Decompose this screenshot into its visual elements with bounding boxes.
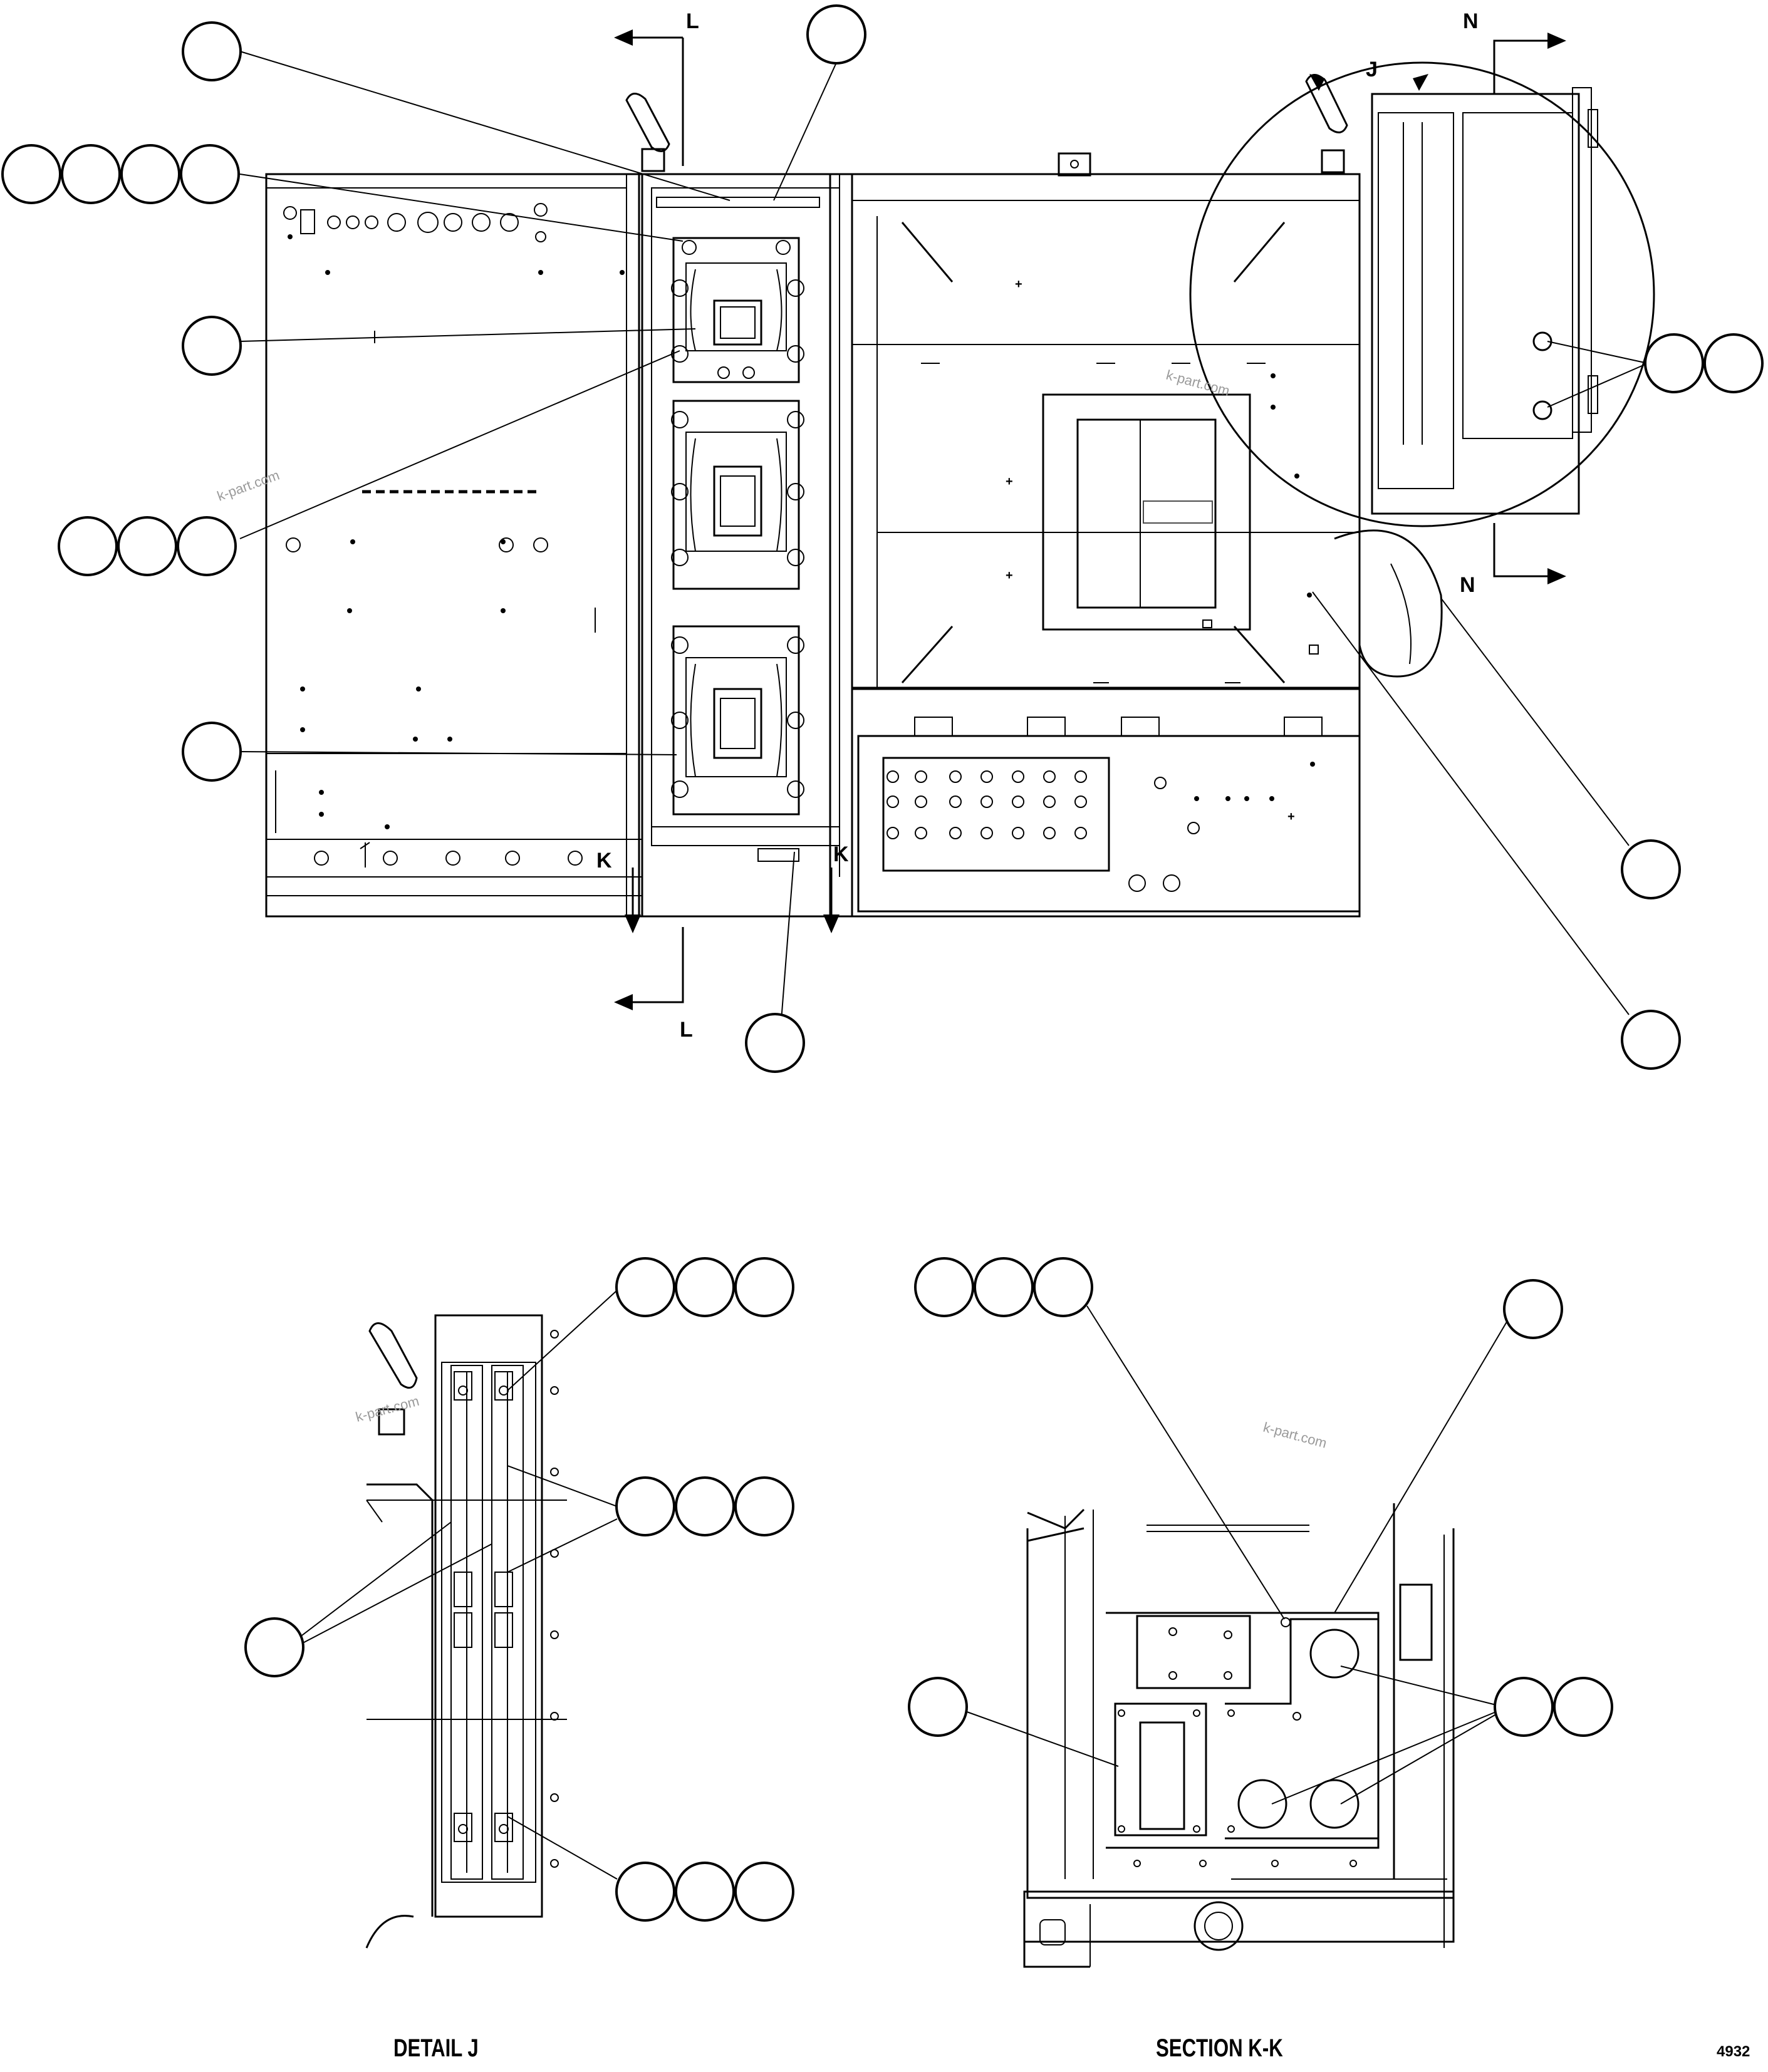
- section-n-bottom-label: N: [1460, 573, 1475, 597]
- callout-bubble: [734, 1862, 794, 1922]
- callout-bubble: [1503, 1279, 1563, 1339]
- svg-text:+: +: [1006, 569, 1013, 583]
- main-view-leaders: [239, 51, 1648, 1037]
- callout-bubble: [974, 1257, 1034, 1317]
- callout-bubble: [1644, 333, 1704, 393]
- callout-bubble: [120, 144, 180, 204]
- right-end-assembly: [1189, 61, 1655, 527]
- callout-bubble: [177, 516, 237, 576]
- left-cabinet-panel: [265, 173, 643, 918]
- callout-bubble: [1621, 839, 1681, 899]
- figure-id-label: 4932: [1717, 2043, 1750, 2060]
- section-kk-view: k-part.com SECTION K-K: [908, 1257, 1613, 2062]
- callout-bubble: [734, 1257, 794, 1317]
- callout-bubble: [1, 144, 61, 204]
- section-n-top-label: N: [1463, 9, 1479, 33]
- section-k-left-label: K: [596, 849, 612, 873]
- terminal-panel: [851, 688, 1361, 918]
- callout-bubble: [914, 1257, 974, 1317]
- watermark-section-kk: k-part.com: [1262, 1419, 1329, 1451]
- callout-bubble: [745, 1013, 805, 1073]
- igbt-module-1: [671, 237, 804, 383]
- callout-bubble: [180, 144, 240, 204]
- callout-bubble: [615, 1476, 675, 1536]
- right-main-frame: + + + +: [851, 152, 1361, 824]
- callout-bubble: [1494, 1677, 1554, 1737]
- igbt-module-2: [671, 400, 804, 590]
- callout-bubble: [58, 516, 118, 576]
- section-l-top-label: L: [686, 9, 699, 33]
- callout-bubble: [182, 21, 242, 81]
- detail-j-marker-label: J: [1366, 58, 1378, 81]
- callout-bubble: [615, 1862, 675, 1922]
- callout-bubble: [806, 4, 866, 65]
- section-l-bottom-label: L: [680, 1018, 693, 1042]
- section-kk-caption: SECTION K-K: [1156, 2034, 1283, 2062]
- main-view: + + + +: [1, 4, 1764, 1073]
- callout-bubble: [675, 1862, 735, 1922]
- svg-text:+: +: [1287, 810, 1295, 824]
- callout-bubble: [61, 144, 121, 204]
- main-view-callouts: [1, 4, 1764, 1073]
- watermark-main-left: k-part.com: [215, 467, 281, 504]
- detail-j-caption: DETAIL J: [393, 2034, 479, 2062]
- svg-text:+: +: [1006, 475, 1013, 489]
- callout-bubble: [244, 1617, 304, 1677]
- callout-bubble: [182, 722, 242, 782]
- igbt-module-3: [671, 625, 804, 816]
- callout-bubble: [1033, 1257, 1093, 1317]
- callout-bubble: [908, 1677, 968, 1737]
- callout-bubble: [615, 1257, 675, 1317]
- callout-bubble: [734, 1476, 794, 1536]
- callout-bubble: [675, 1476, 735, 1536]
- callout-bubble: [1703, 333, 1764, 393]
- svg-text:+: +: [1015, 277, 1022, 291]
- watermark-detail-j: k-part.com: [354, 1393, 421, 1425]
- callout-bubble: [182, 316, 242, 376]
- power-module-frame: [638, 173, 853, 918]
- callout-bubble: [675, 1257, 735, 1317]
- duct-hose: [1334, 529, 1443, 678]
- callout-bubble: [1553, 1677, 1613, 1737]
- section-markers: L L K K N N J: [596, 9, 1566, 1042]
- section-k-right-label: K: [833, 842, 849, 866]
- callout-bubble: [117, 516, 177, 576]
- detail-j-view: k-part.com DETAIL J: [244, 1257, 794, 2062]
- callout-bubble: [1621, 1010, 1681, 1070]
- lifting-eye-left: [625, 93, 670, 172]
